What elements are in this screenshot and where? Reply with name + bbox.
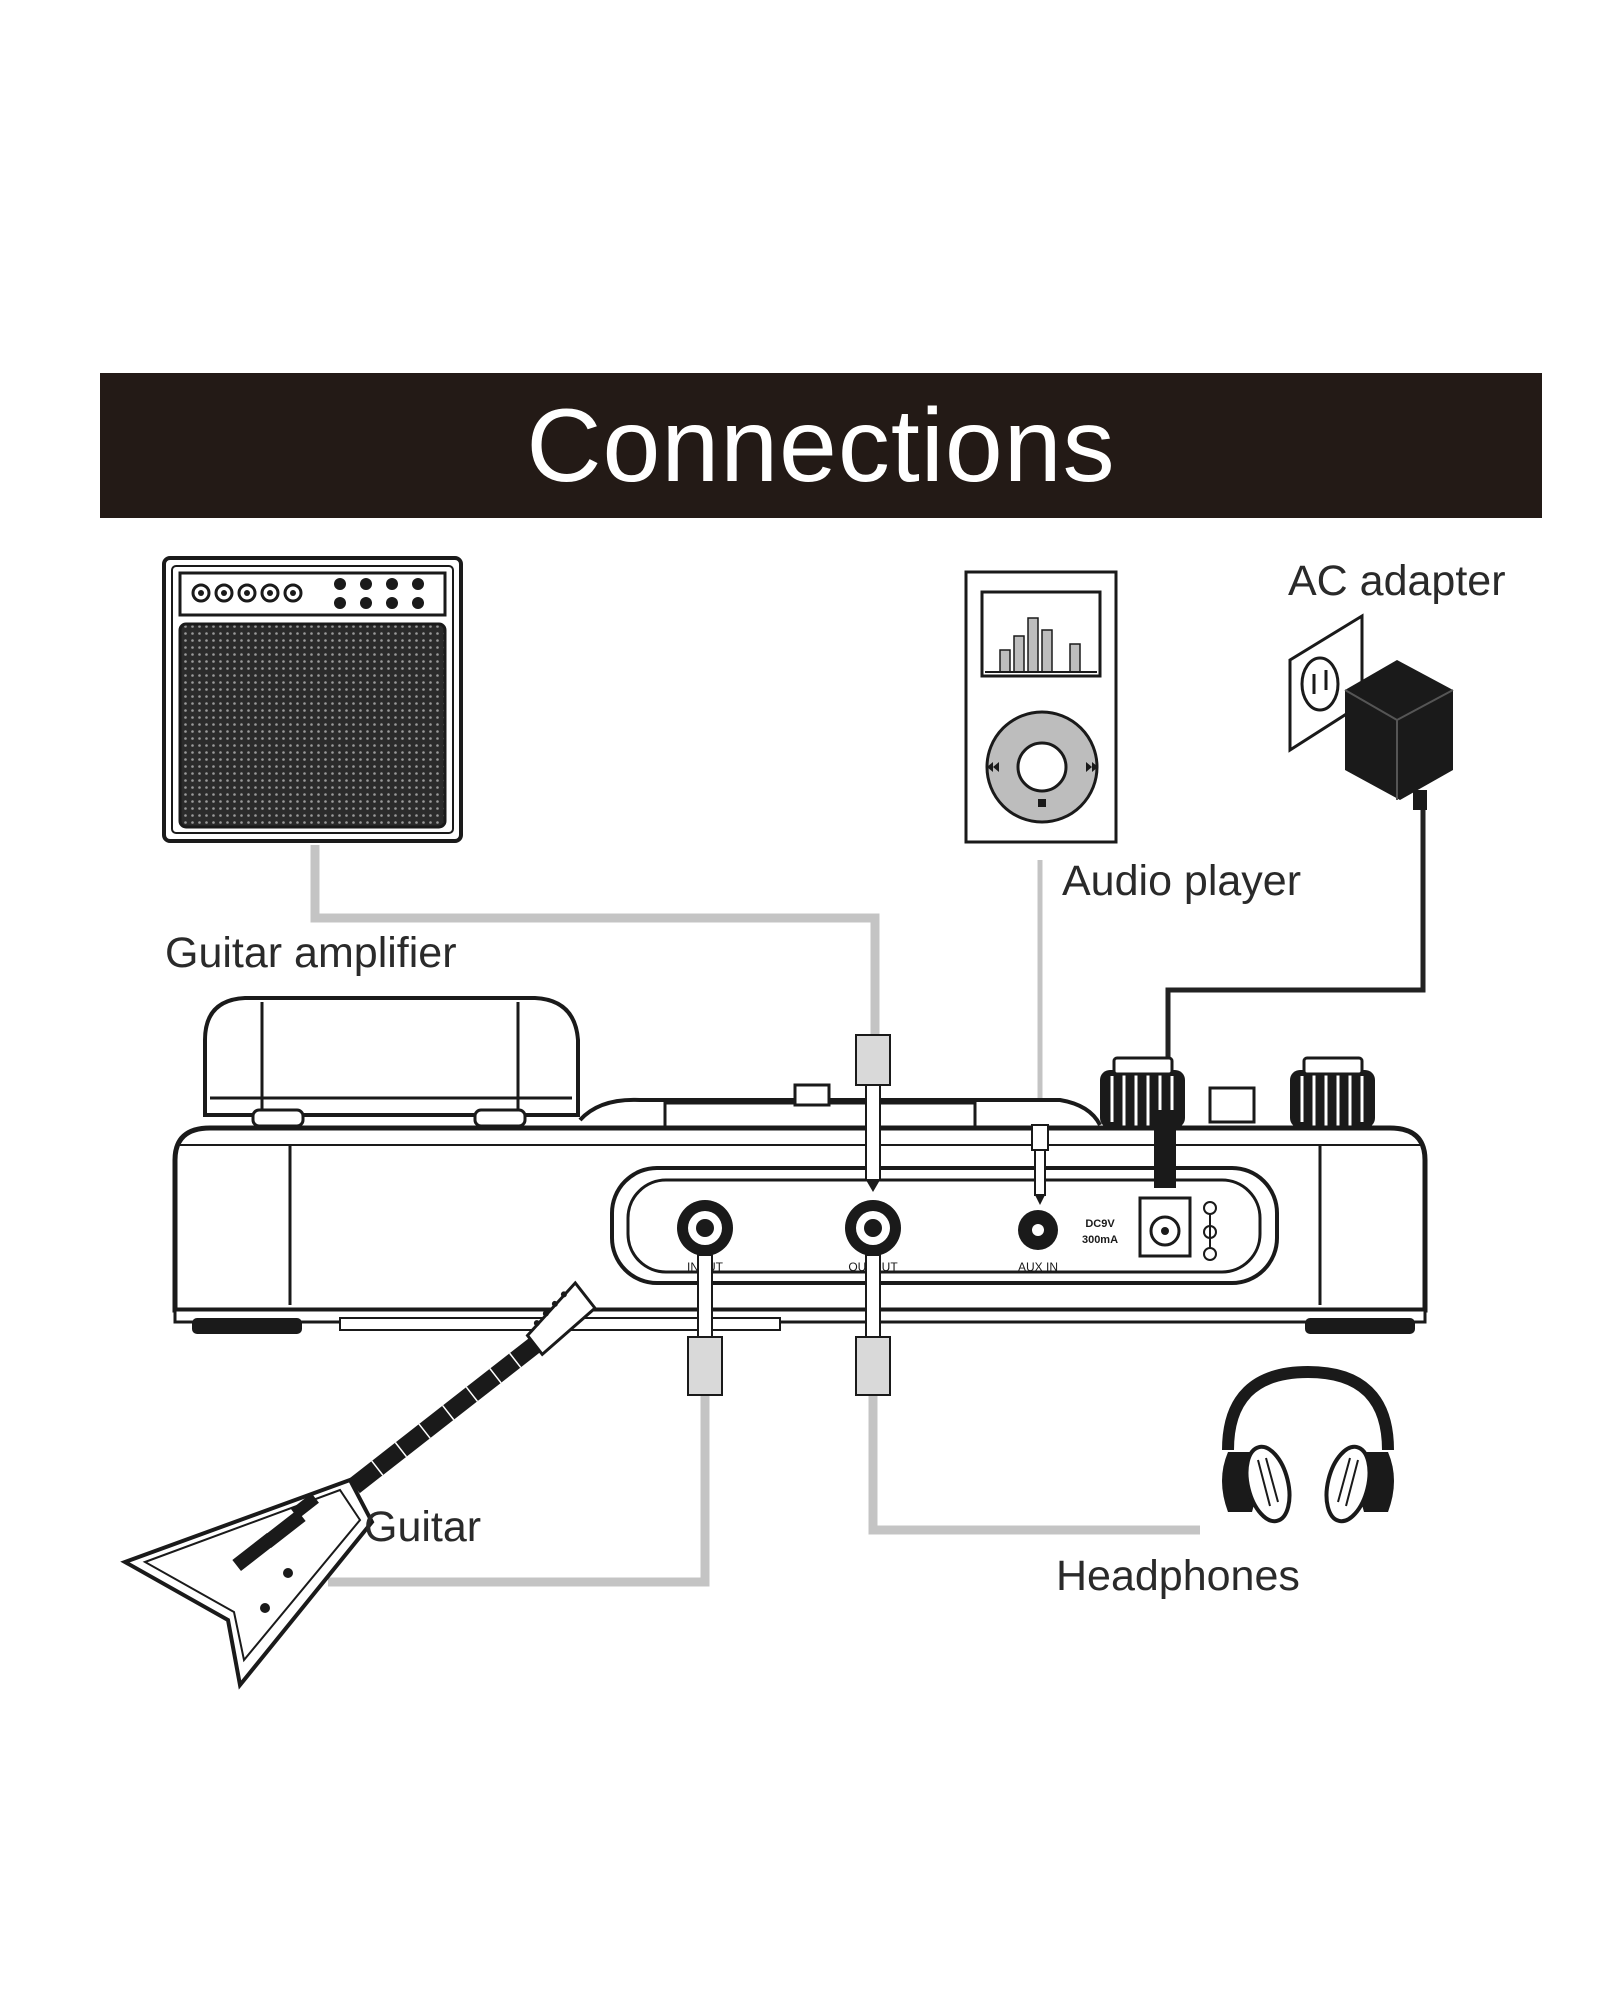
- title-banner: Connections: [100, 373, 1542, 518]
- input-jack: [677, 1200, 733, 1256]
- ac-adapter-cable: [1165, 805, 1426, 1105]
- headphones: [1222, 1365, 1394, 1524]
- ac-adapter: [1288, 613, 1454, 810]
- ac-adapter-label: AC adapter: [1288, 557, 1506, 605]
- output-bottom-plug: [855, 1254, 891, 1396]
- audio-player: [964, 570, 1118, 844]
- dc-rating-line-2: 300mA: [1082, 1234, 1118, 1246]
- dc-power-jack: [1138, 1196, 1217, 1261]
- right-knob: [1290, 1056, 1375, 1128]
- guitar: [120, 1280, 598, 1690]
- amp-to-output-cable: [310, 845, 880, 1040]
- output-jack: [845, 1200, 901, 1256]
- output-to-headphones-cable: [868, 1395, 1200, 1535]
- aux-plug: [1031, 1124, 1049, 1205]
- input-bottom-plug: [687, 1254, 723, 1396]
- guitar-label: Guitar: [364, 1503, 482, 1551]
- guitar-to-input-cable: [328, 1395, 710, 1587]
- audio-player-label: Audio player: [1062, 857, 1302, 905]
- output-top-plug: [855, 1034, 891, 1192]
- aux-in-label: AUX IN: [1018, 1260, 1058, 1274]
- guitar-amplifier-label: Guitar amplifier: [165, 929, 457, 977]
- headphones-label: Headphones: [1056, 1552, 1300, 1600]
- guitar-amplifier: [162, 556, 463, 843]
- dc-plug: [1154, 1110, 1176, 1188]
- dc-rating-line-1: DC9V: [1085, 1218, 1115, 1230]
- aux-in-jack: [1018, 1210, 1058, 1250]
- page-title: Connections: [526, 387, 1116, 504]
- effects-pedal: [172, 996, 1428, 1334]
